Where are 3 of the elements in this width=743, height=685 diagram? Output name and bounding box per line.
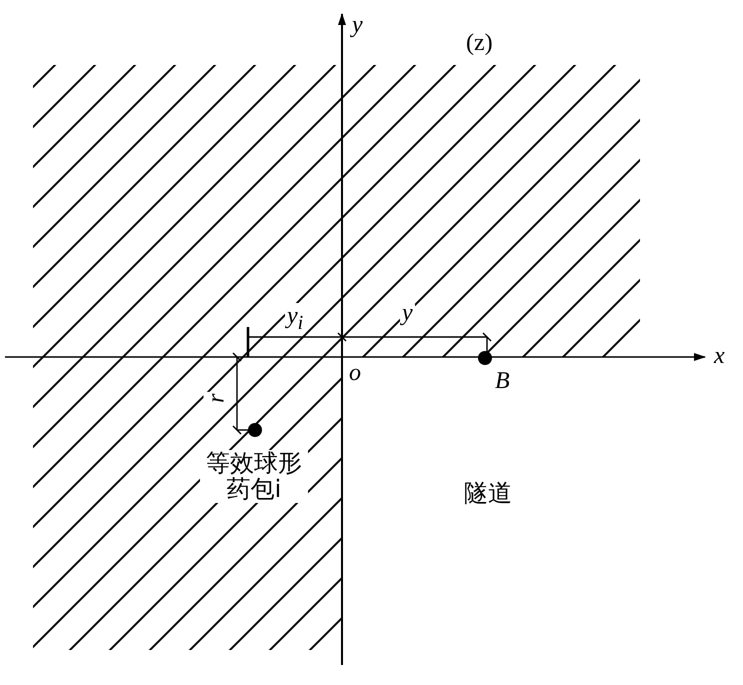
dimension-label: y$_{i}$ [285, 303, 306, 334]
charge-label: 等效球形药包i [200, 450, 308, 503]
figure-label: (z) [464, 30, 495, 56]
